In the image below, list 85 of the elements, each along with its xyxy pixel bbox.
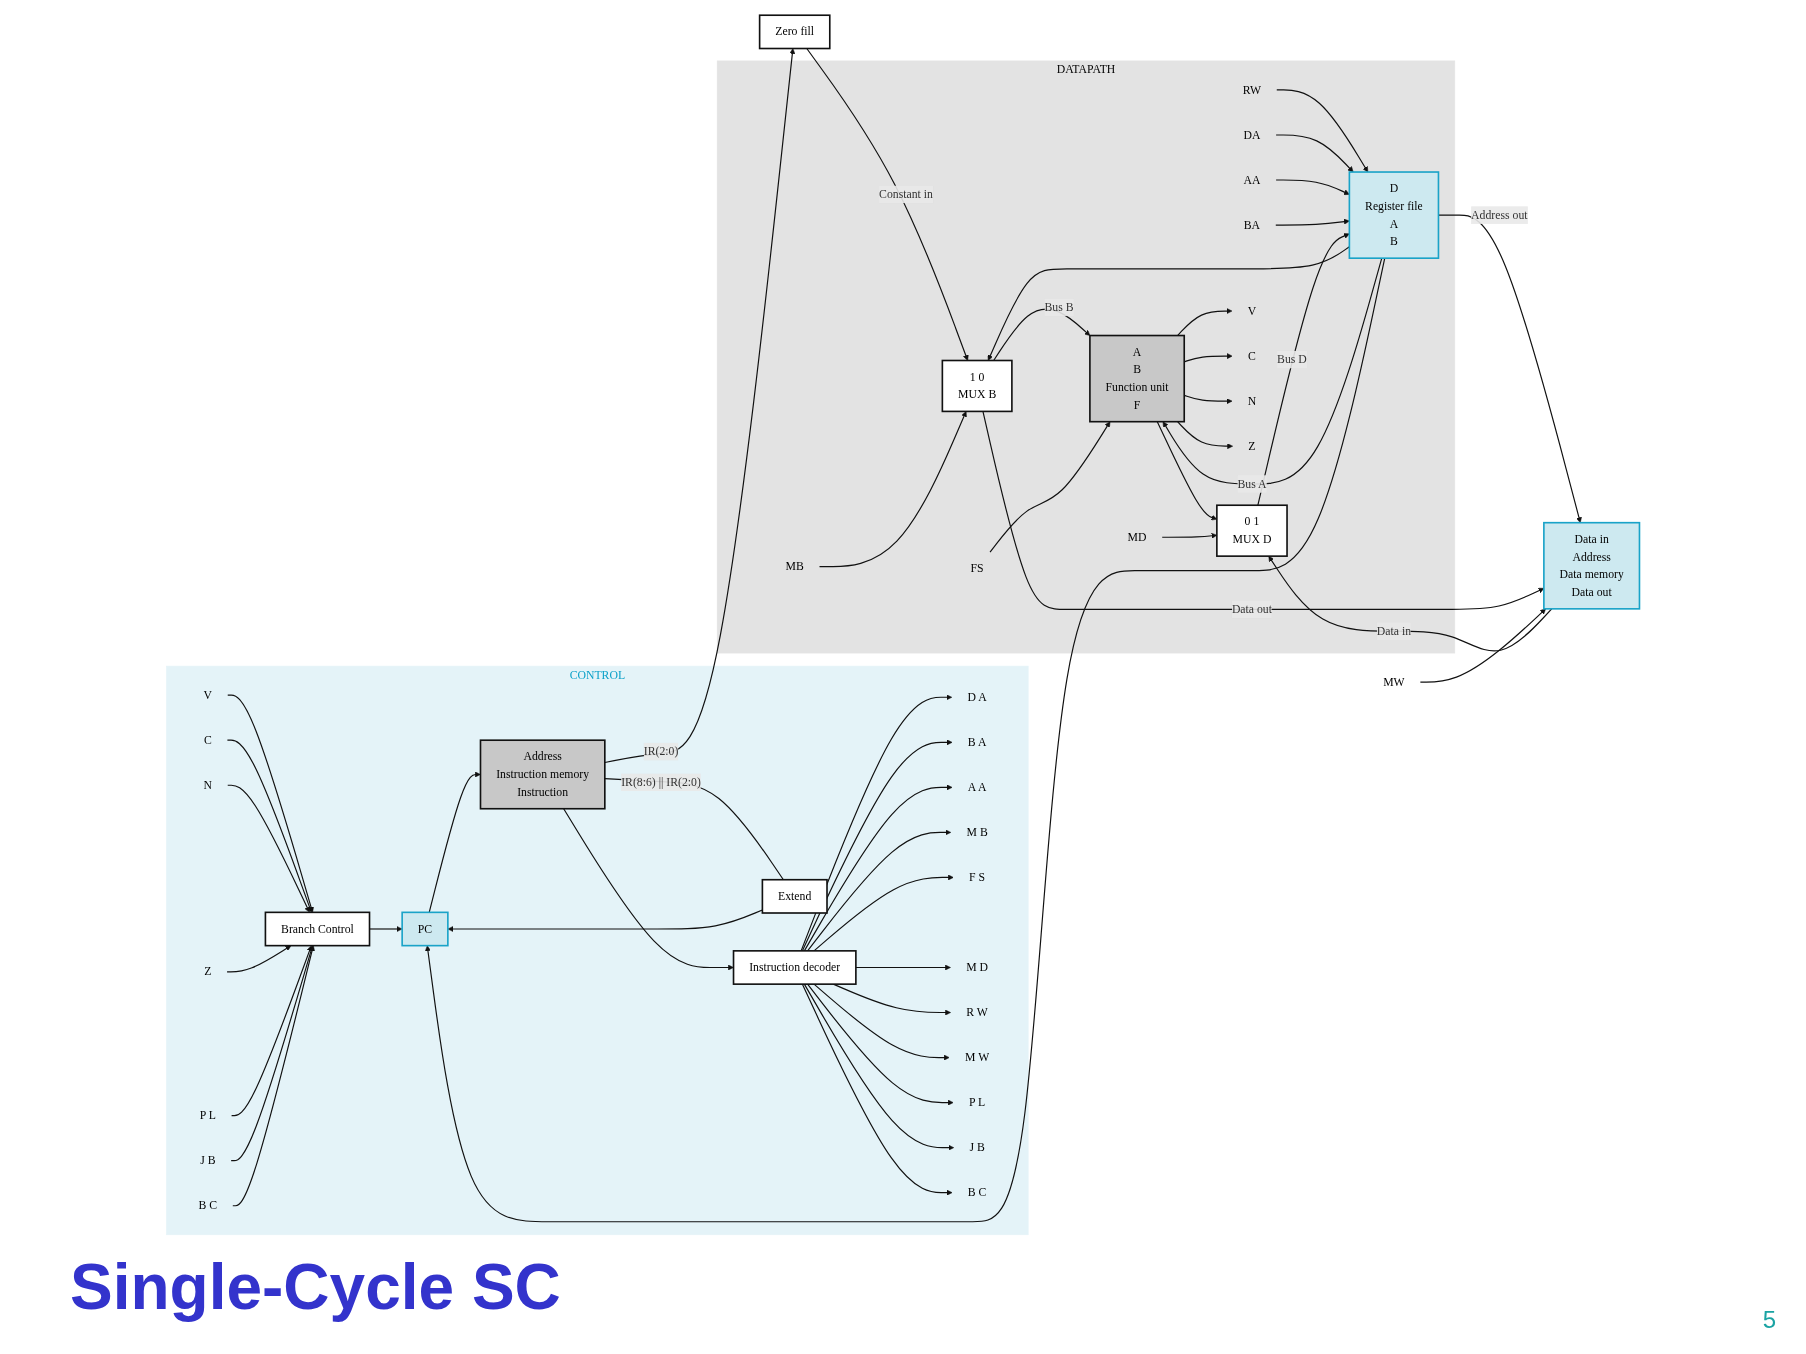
node-box: Instruction decoder <box>732 950 857 985</box>
arrow <box>813 983 950 1061</box>
node-box: D Register file A B <box>1348 171 1440 259</box>
edge-label: Address out <box>1471 208 1528 222</box>
node-box: Extend <box>761 878 828 914</box>
node-text: BA <box>1243 218 1261 232</box>
arrow <box>1257 233 1350 506</box>
edge-label: Data out <box>1231 602 1273 616</box>
node-text: B C <box>967 1185 987 1199</box>
arrow <box>227 784 310 913</box>
arrow <box>806 983 954 1106</box>
arrow <box>801 983 953 1196</box>
arrow <box>803 784 953 952</box>
arrow <box>1162 257 1383 485</box>
node-text: J B <box>200 1153 216 1167</box>
node-text: N <box>203 778 213 792</box>
arrow <box>226 945 292 973</box>
edge-label: Data in <box>1376 624 1412 638</box>
arrow <box>226 739 313 913</box>
page-number: 5 <box>1762 1306 1776 1333</box>
arrow <box>806 47 969 361</box>
node-text: Z <box>1248 439 1256 453</box>
node-box: A B Function unit F <box>1089 334 1186 423</box>
arrow <box>425 257 1386 1223</box>
edge-label: Bus A <box>1237 477 1267 491</box>
node-text: M B <box>966 825 988 839</box>
node-text: MW <box>1383 675 1405 689</box>
node-text: MD <box>1127 530 1147 544</box>
node-text: A A <box>967 780 987 794</box>
arrow <box>989 421 1111 553</box>
node-text: P L <box>199 1108 216 1122</box>
arrow <box>1275 179 1350 195</box>
node-text: P L <box>969 1095 986 1109</box>
edge-label: IR(2:0) <box>643 744 679 758</box>
arrow <box>800 694 953 952</box>
node-text: AA <box>1243 173 1261 187</box>
node-box: Branch Control <box>264 911 371 947</box>
node-text: Z <box>204 965 212 979</box>
node-text: FS <box>970 561 984 575</box>
node-text: N <box>1247 394 1257 408</box>
node-box: Zero fill <box>758 14 831 50</box>
node-text: V <box>203 688 213 702</box>
node-text: MB <box>785 559 804 573</box>
arrow <box>447 909 763 932</box>
edge-label: Bus B <box>1044 300 1074 314</box>
arrow <box>232 945 315 1207</box>
edge-label: Constant in <box>879 187 933 201</box>
arrow <box>818 411 967 568</box>
arrow <box>563 808 734 971</box>
node-box: PC <box>401 911 449 947</box>
arrow <box>855 964 951 971</box>
arrow <box>1268 555 1553 652</box>
node-text: J B <box>969 1140 985 1154</box>
arrow <box>806 829 952 952</box>
node-box: 0 1 MUX D <box>1216 504 1288 557</box>
node-text: RW <box>1242 83 1262 97</box>
node-text: M D <box>966 960 989 974</box>
arrow <box>428 771 481 913</box>
arrow <box>1176 421 1233 450</box>
arrow <box>227 694 314 913</box>
node-text: C <box>1248 349 1256 363</box>
node-text: M W <box>965 1050 990 1064</box>
node-box: Data in Address Data memory Data out <box>1543 521 1641 610</box>
node-text: B C <box>198 1198 218 1212</box>
arrow <box>1276 89 1369 173</box>
node-text: R W <box>966 1005 988 1019</box>
title: Single-Cycle SC <box>70 1250 561 1324</box>
node-box: 1 0 MUX B <box>941 359 1013 413</box>
arrow <box>1176 308 1233 337</box>
arrow <box>1275 134 1354 173</box>
node-text: C <box>203 733 212 747</box>
arrow <box>1275 218 1350 226</box>
arrow <box>604 48 796 764</box>
arrow <box>1419 608 1546 683</box>
node-text: D A <box>967 690 987 704</box>
arrow <box>801 739 953 952</box>
node-box: Address Instruction memory Instruction <box>479 739 606 810</box>
edge-label: Bus D <box>1277 352 1307 366</box>
node-text: B A <box>967 735 987 749</box>
node-text: F S <box>969 870 986 884</box>
node-text: V <box>1247 304 1257 318</box>
edge-label: IR(8:6) || IR(2:0) <box>621 775 701 789</box>
arrow <box>803 983 955 1151</box>
arrow <box>813 874 954 952</box>
node-text: DA <box>1243 128 1261 142</box>
